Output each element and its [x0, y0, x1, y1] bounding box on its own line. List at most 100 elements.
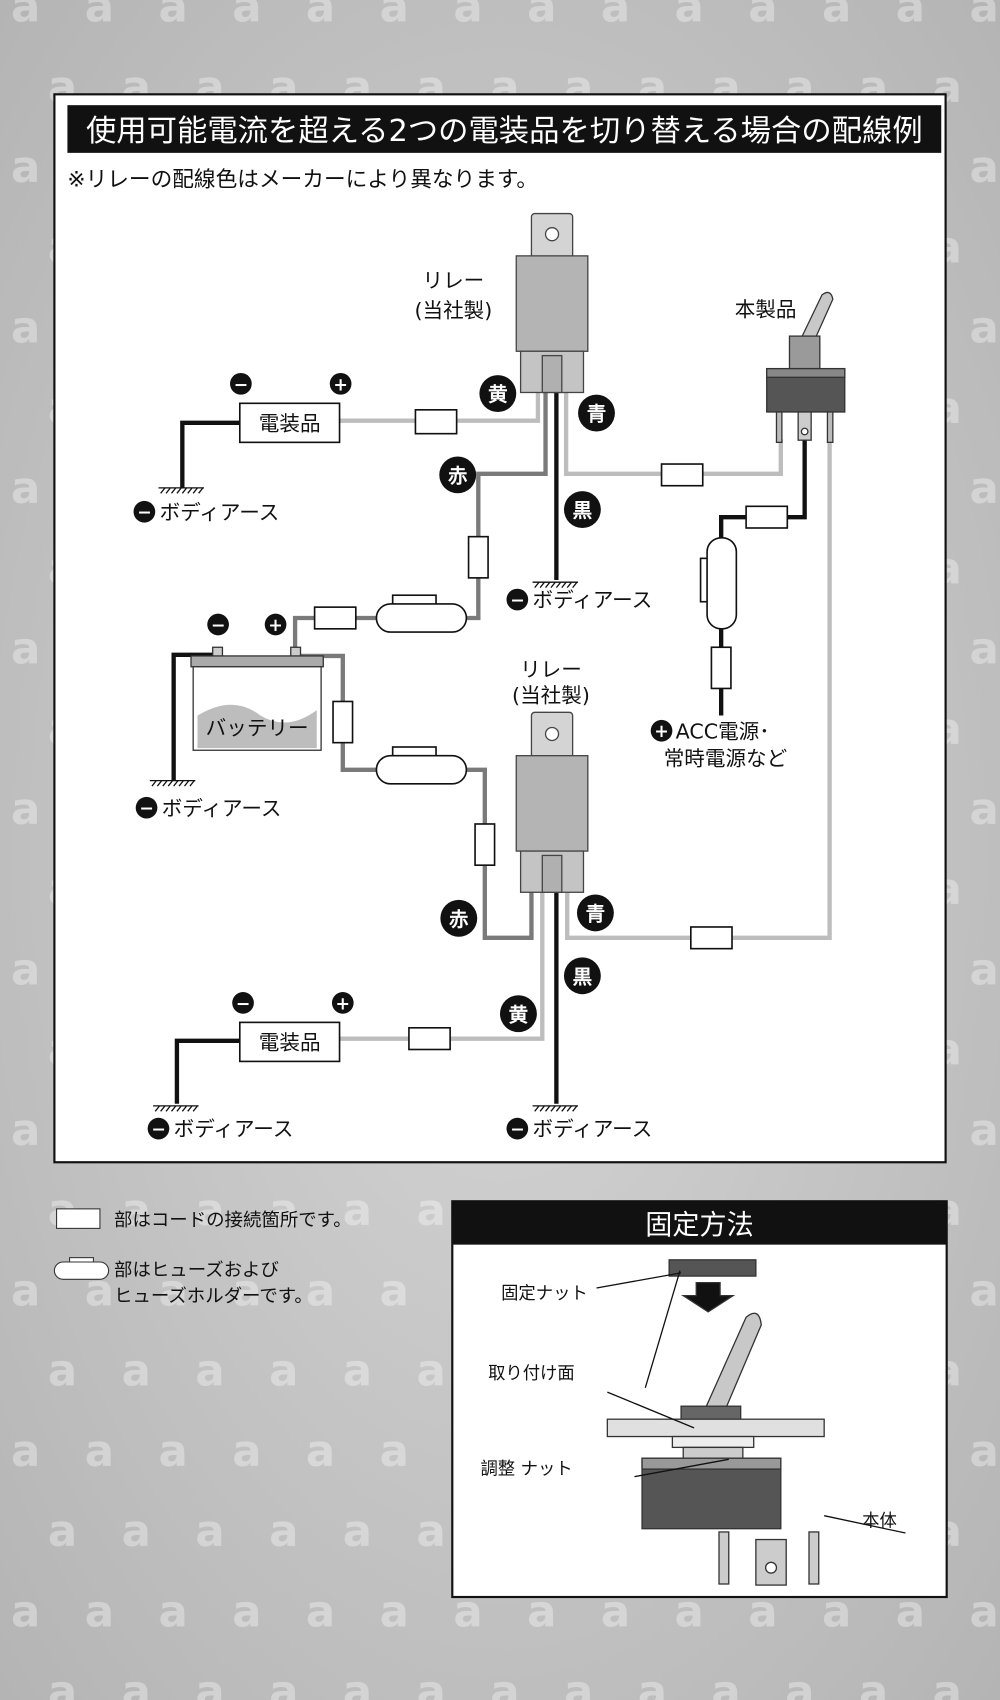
bottom-device-ground-wire: [174, 1038, 240, 1104]
ground-labels: − ボディアース − ボディアース − ボディアース − ボディアース − ボデ…: [133, 500, 652, 1141]
minus-symbol: −: [139, 799, 154, 819]
fixing-nut-label: 固定ナット: [501, 1284, 588, 1304]
polarity-markers: − + − + − + +: [207, 372, 673, 1014]
minus-symbol: −: [151, 1120, 166, 1140]
background-logo-icon: a: [195, 1668, 224, 1700]
plus-symbol: +: [336, 994, 351, 1014]
wire-color-badges: 黄 青 赤 黒 赤 青 黒 黄: [439, 375, 615, 1033]
background-logo-icon: a: [11, 785, 40, 835]
top-device-ground-wire: [180, 420, 240, 488]
background-logo-icon: a: [11, 143, 40, 193]
background-logo-icon: a: [969, 1587, 998, 1637]
connectors: [313, 409, 789, 1051]
acc-power-label: ACC電源･: [676, 719, 770, 743]
background-logo-icon: a: [195, 1347, 224, 1397]
background-logo-icon: a: [343, 1668, 372, 1700]
connector: [660, 463, 704, 487]
background-logo-icon: a: [380, 1266, 409, 1316]
background-logo-icon: a: [969, 945, 998, 995]
fuse-legend-icon: [53, 1257, 110, 1280]
switch-body-shape: [641, 1457, 782, 1530]
top-red-wire: [466, 390, 548, 621]
background-logo-icon: a: [232, 1266, 261, 1316]
relay-top-label: リレー: [423, 268, 485, 292]
wire-black-badge: 黒: [573, 965, 593, 988]
relay-bottom-label: リレー: [520, 658, 582, 682]
connector: [710, 646, 732, 690]
background-logo-icon: a: [380, 1427, 409, 1477]
connector: [313, 606, 357, 630]
background-logo-icon: a: [158, 1266, 187, 1316]
connector-legend-icon: [56, 1208, 101, 1229]
background-logo-icon: a: [711, 1668, 740, 1700]
background-logo-icon: a: [195, 1507, 224, 1557]
background-logo-icon: a: [48, 1347, 77, 1397]
ground-symbol: [532, 581, 579, 589]
background-logo-icon: a: [453, 0, 482, 33]
mounting-illustration: [606, 1259, 825, 1586]
background-logo-icon: a: [601, 0, 630, 33]
minus-symbol: −: [510, 1120, 525, 1140]
background-logo-icon: a: [122, 1347, 151, 1397]
product-label: 本製品: [735, 298, 797, 322]
adjust-nut-shape: [671, 1435, 755, 1449]
background-logo-icon: a: [527, 0, 556, 33]
body-label: 本体: [862, 1512, 897, 1532]
background-logo-icon: a: [11, 1266, 40, 1316]
leader-line: [644, 1270, 681, 1388]
title-bar: [67, 105, 942, 153]
electrical-device-top: [238, 402, 341, 444]
background-logo-icon: a: [896, 0, 925, 33]
relay-top-sublabel: (当社製): [414, 299, 492, 323]
mounting-title-bar: [452, 1201, 947, 1245]
toggle-lever: [703, 1312, 762, 1413]
background-logo-icon: a: [232, 1587, 261, 1637]
battery: [190, 646, 324, 751]
ground-symbol: [149, 779, 196, 787]
background-logo-icon: a: [343, 1186, 372, 1236]
background-logo-icon: a: [638, 1668, 667, 1700]
background-logo-icon: a: [417, 1347, 446, 1397]
wire-blue-badge: 青: [587, 403, 607, 426]
connector: [332, 700, 354, 744]
background-logo-icon: a: [343, 1347, 372, 1397]
fuse-holder: [375, 603, 468, 633]
adjust-nut-label: 調整 ナット: [480, 1459, 572, 1479]
device-label: 電装品: [259, 1030, 321, 1054]
background-logo-icon: a: [269, 1347, 298, 1397]
background-logo-icon: a: [158, 0, 187, 33]
background-logo-icon: a: [969, 1266, 998, 1316]
top-yellow-wire: [339, 390, 541, 423]
body-ground-label: ボディアース: [174, 1117, 294, 1141]
background-logo-icon: a: [11, 1427, 40, 1477]
background-logo-icon: a: [11, 1587, 40, 1637]
background-logo-icon: a: [158, 1587, 187, 1637]
background-logo-icon: a: [85, 1587, 114, 1637]
background-logo-icon: a: [969, 464, 998, 514]
minus-symbol: −: [234, 375, 249, 395]
connector: [467, 535, 489, 579]
background-logo-icon: a: [11, 625, 40, 675]
background-logo-icon: a: [822, 0, 851, 33]
ground-symbol: [158, 487, 205, 494]
background-logo-icon: a: [306, 1587, 335, 1637]
leader-lines: [596, 1272, 906, 1534]
constant-power-label: 常時電源など: [664, 746, 787, 770]
connector: [474, 823, 496, 866]
fuse-legend-text-1: 部はヒューズおよび: [114, 1260, 279, 1281]
mounting-surface-label: 取り付け面: [488, 1364, 575, 1384]
background-logo-icon: a: [969, 1106, 998, 1156]
ground-symbol: [153, 1105, 199, 1112]
background-logo-icon: a: [969, 625, 998, 675]
relay-top: [515, 212, 589, 394]
minus-symbol: −: [510, 591, 525, 611]
background-logo-icon: a: [969, 785, 998, 835]
electrical-device-bottom: [238, 1021, 341, 1063]
plus-symbol: +: [333, 375, 348, 395]
background-logo-icon: a: [122, 1507, 151, 1557]
minus-symbol: −: [236, 994, 251, 1014]
background-logo-icon: a: [158, 1427, 187, 1477]
background-logo-icon: a: [417, 1668, 446, 1700]
background-logo-icon: a: [232, 0, 261, 33]
background-logo-icon: a: [11, 945, 40, 995]
